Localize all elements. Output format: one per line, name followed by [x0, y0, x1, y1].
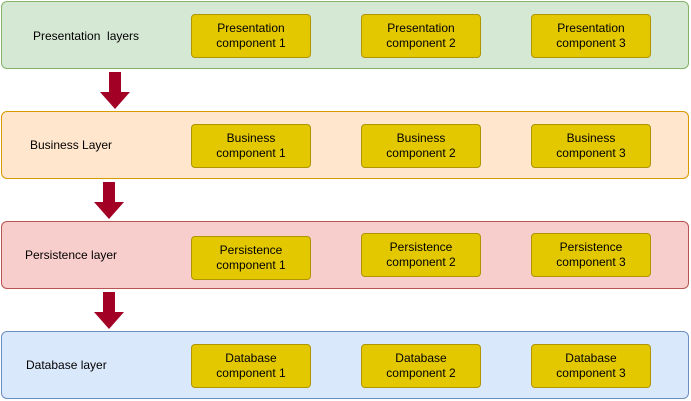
persistence-layer: Persistence layer Persistence component … — [1, 221, 689, 289]
persistence-layer-label: Persistence layer — [25, 248, 118, 262]
database-component-1[interactable]: Database component 1 — [191, 344, 311, 388]
down-arrow-icon — [94, 292, 124, 329]
persistence-component-2[interactable]: Persistence component 2 — [361, 233, 481, 277]
presentation-component-3[interactable]: Presentation component 3 — [531, 14, 651, 58]
down-arrow-icon — [100, 72, 130, 109]
database-component-3[interactable]: Database component 3 — [531, 344, 651, 388]
business-layer: Business Layer Business component 1 Busi… — [1, 111, 689, 179]
arrow-shape — [94, 292, 124, 329]
presentation-layer: Presentation layers Presentation compone… — [1, 1, 689, 69]
database-layer-label: Database layer — [26, 358, 107, 372]
business-component-2[interactable]: Business component 2 — [361, 124, 481, 168]
business-component-3[interactable]: Business component 3 — [531, 124, 651, 168]
persistence-component-3[interactable]: Persistence component 3 — [531, 233, 651, 277]
presentation-layer-label: Presentation layers — [33, 29, 140, 43]
business-layer-label: Business Layer — [30, 138, 113, 152]
down-arrow-icon — [94, 182, 124, 219]
persistence-component-1[interactable]: Persistence component 1 — [191, 236, 311, 280]
arrow-shape — [100, 72, 130, 109]
business-component-1[interactable]: Business component 1 — [191, 124, 311, 168]
database-component-2[interactable]: Database component 2 — [361, 344, 481, 388]
presentation-component-2[interactable]: Presentation component 2 — [361, 14, 481, 58]
presentation-component-1[interactable]: Presentation component 1 — [191, 14, 311, 58]
arrow-shape — [94, 182, 124, 219]
database-layer: Database layer Database component 1 Data… — [1, 331, 689, 399]
